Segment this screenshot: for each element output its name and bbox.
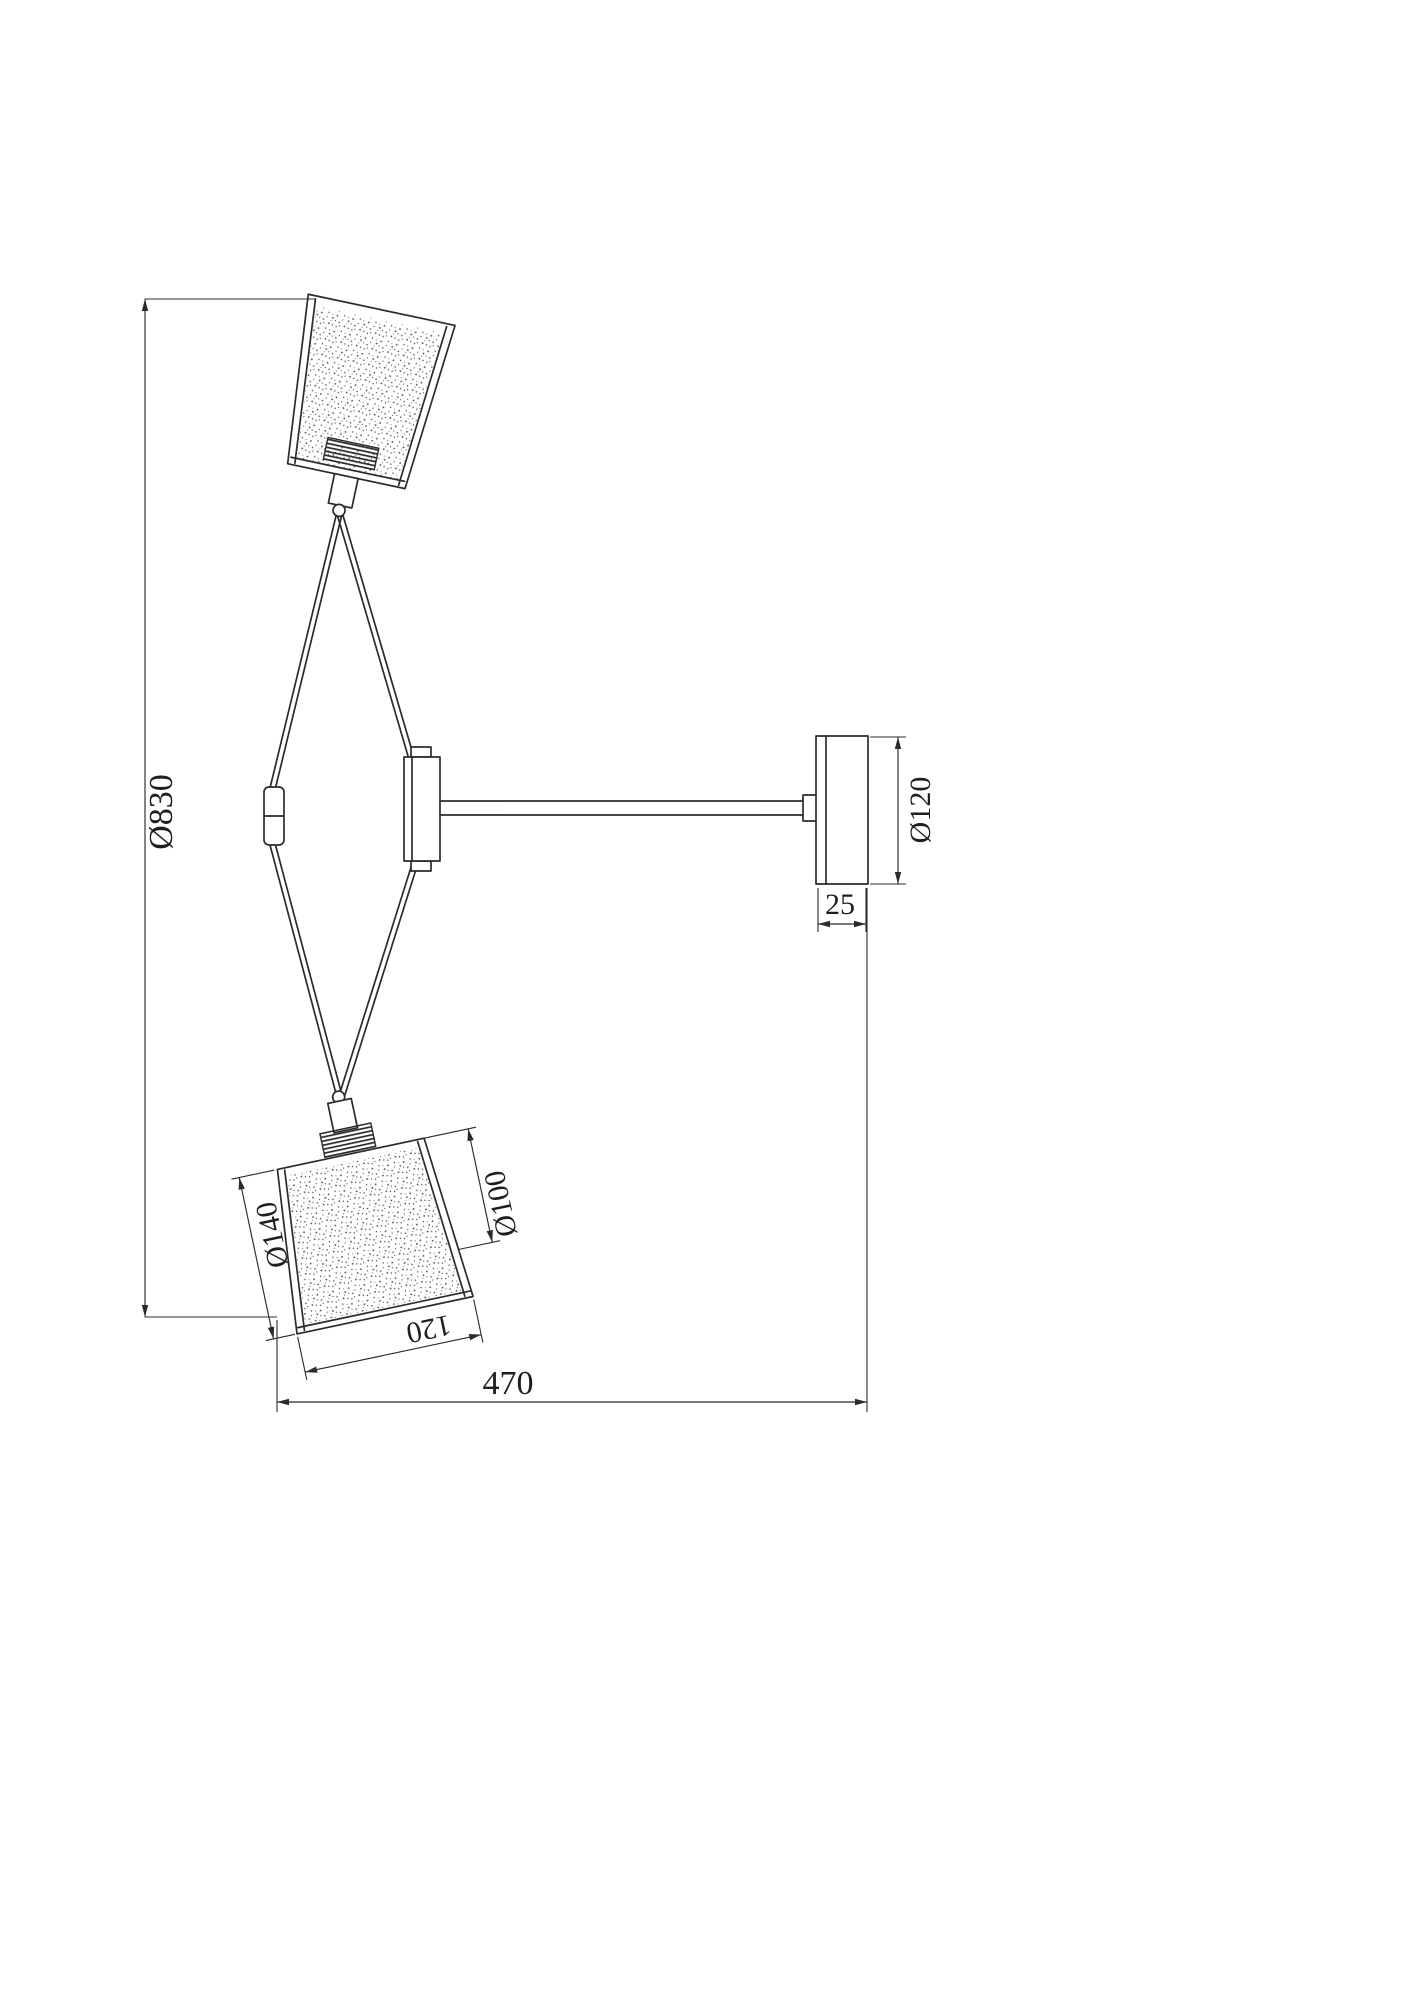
wall-plate-body — [815, 735, 869, 885]
dimension-line — [467, 1128, 493, 1243]
dim-overall-height: Ø830 — [141, 298, 315, 1318]
extension-line — [473, 1299, 484, 1343]
top-shade-bottom-rim — [290, 456, 406, 483]
top-shade-joint-ball — [332, 503, 346, 518]
lower-right-arm-inner — [337, 860, 414, 1100]
dim-projection: 470 — [276, 888, 868, 1412]
top-shade-neck — [327, 472, 359, 509]
dim-label-projection: 470 — [483, 1365, 534, 1402]
lower-left-arm — [274, 842, 344, 1100]
dim-label-shade-small-diameter: Ø100 — [478, 1168, 524, 1240]
extension-line — [265, 1333, 296, 1342]
dim-shade-large-diameter: Ø140 — [231, 1169, 296, 1342]
top-shade-socket — [322, 436, 380, 471]
lower-left-arm-inner — [269, 844, 339, 1102]
top-shade — [286, 293, 456, 518]
dim-label-plate-depth: 25 — [825, 888, 855, 921]
dimension-line — [238, 1177, 275, 1340]
dimension-line — [305, 1334, 482, 1373]
bottom-shade-group: Ø100 Ø140 120 — [231, 1090, 524, 1381]
scissor-arms — [269, 511, 419, 1102]
extension-line — [458, 1240, 501, 1250]
bottom-shade-socket — [319, 1122, 377, 1159]
bottom-shade-bottom-rim — [296, 1290, 471, 1329]
bottom-shade-left-rim — [283, 1169, 306, 1332]
dim-plate-depth: 25 — [817, 888, 867, 932]
bottom-shade-right-rim — [416, 1140, 466, 1298]
dim-label-shade-height: 120 — [403, 1308, 454, 1350]
pivot-hinge — [263, 786, 285, 846]
extension-line — [423, 1126, 477, 1139]
bracket-body — [403, 756, 441, 862]
wall-plate — [815, 735, 869, 885]
extension-line — [297, 1336, 308, 1381]
dim-label-overall-height: Ø830 — [143, 774, 180, 850]
bracket-top-tab — [410, 746, 432, 758]
center-bracket — [403, 746, 441, 872]
lower-right-arm — [342, 862, 419, 1102]
bottom-shade-texture — [286, 1147, 462, 1325]
dim-label-plate-diameter: Ø120 — [904, 777, 937, 844]
dim-plate-diameter: Ø120 — [870, 736, 937, 885]
rod-collar — [802, 794, 818, 822]
extension-line — [231, 1169, 275, 1180]
top-shade-texture — [297, 306, 444, 480]
top-shade-left-rim — [294, 298, 317, 465]
bracket-bottom-tab — [410, 860, 432, 872]
upper-right-arm — [341, 511, 414, 755]
mounting-rod — [439, 794, 818, 822]
upper-right-arm-inner — [336, 513, 409, 757]
upper-left-arm-inner — [269, 511, 338, 789]
upper-left-arm — [274, 513, 343, 791]
top-shade-right-rim — [397, 325, 448, 487]
